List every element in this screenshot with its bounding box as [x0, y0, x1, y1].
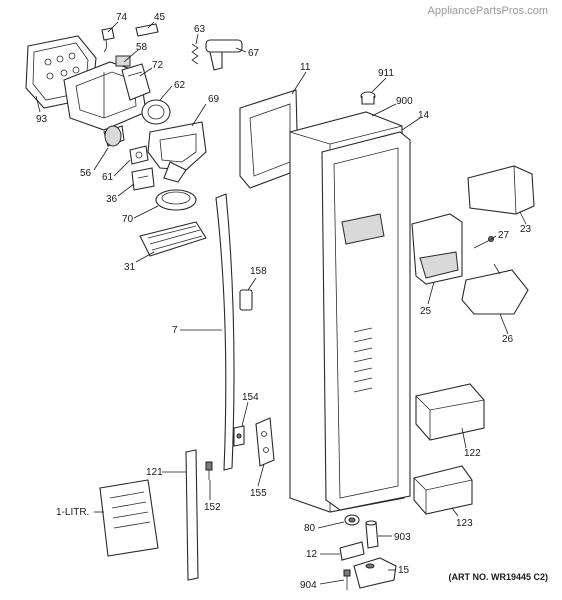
label-11: 11 [300, 62, 311, 73]
solenoid-67 [205, 39, 243, 71]
trim-strip-7 [215, 193, 235, 471]
label-70: 70 [122, 214, 134, 225]
label-158: 158 [250, 266, 267, 277]
label-72: 72 [152, 60, 164, 71]
label-15: 15 [398, 565, 410, 576]
grille-31 [139, 221, 207, 257]
label-26: 26 [502, 334, 514, 345]
label-74: 74 [116, 12, 128, 23]
screw-27 [473, 236, 494, 249]
bracket-26 [461, 263, 529, 315]
label-14: 14 [418, 110, 430, 121]
hinge-15 [353, 557, 397, 589]
clip-158 [239, 289, 253, 311]
label-58: 58 [136, 42, 148, 53]
hinge-154 [233, 425, 245, 447]
label-900: 900 [396, 96, 413, 107]
liner-ribs [353, 327, 373, 393]
label-62: 62 [174, 80, 186, 91]
door-bin-122 [415, 383, 485, 441]
label-93: 93 [36, 114, 48, 125]
watermark: AppliancePartsPros.com [428, 5, 548, 17]
door-bin-123 [413, 465, 473, 515]
label-152: 152 [204, 502, 221, 513]
pin-903 [365, 520, 379, 549]
label-155: 155 [250, 488, 267, 499]
label-80: 80 [304, 523, 316, 534]
label-61: 61 [102, 172, 114, 183]
label-7: 7 [172, 325, 178, 336]
label-911: 911 [378, 68, 394, 79]
wire-74 [101, 27, 115, 53]
dispenser-chute-25 [411, 213, 463, 285]
hinge-bracket-155 [255, 417, 275, 467]
label-36: 36 [106, 194, 118, 205]
label-154: 154 [242, 392, 259, 403]
label-12: 12 [306, 549, 318, 560]
leader-lines [35, 21, 527, 585]
label-31: 31 [124, 262, 136, 273]
label-122: 122 [464, 448, 481, 459]
screw-904 [343, 569, 351, 590]
label-903: 903 [394, 532, 411, 543]
label-25: 25 [420, 306, 432, 317]
door-liner-14 [321, 131, 411, 511]
label-121: 121 [146, 467, 163, 478]
bin-cover-23 [467, 165, 535, 215]
label-69: 69 [208, 94, 220, 105]
label-1-litr: 1-LITR. [56, 507, 89, 518]
label-27: 27 [498, 230, 510, 241]
spring-63 [191, 43, 199, 65]
part-labels: 74 45 63 67 58 72 62 93 69 56 61 36 70 3… [36, 12, 532, 591]
bracket-72 [121, 63, 151, 101]
label-67: 67 [248, 48, 260, 59]
label-56: 56 [80, 168, 92, 179]
ring-70 [155, 189, 197, 211]
literature-1-litr [99, 479, 159, 557]
switch-61 [129, 145, 149, 165]
light-socket-56 [103, 125, 125, 147]
plate-12 [339, 541, 365, 561]
trim-strip-121 [185, 449, 199, 581]
screw-152 [205, 461, 213, 480]
label-45: 45 [154, 12, 166, 23]
label-123: 123 [456, 518, 473, 529]
dispenser-frame-11 [239, 89, 299, 189]
bushing-80 [344, 514, 360, 526]
actuator-62 [141, 99, 171, 125]
label-23: 23 [520, 224, 532, 235]
label-904: 904 [300, 580, 317, 591]
label-63: 63 [194, 24, 206, 35]
clip-45 [135, 23, 159, 37]
cap-911 [360, 91, 376, 105]
switch-36 [131, 167, 155, 191]
art-number: (ART NO. WR19445 C2) [448, 572, 548, 582]
funnel-69 [147, 121, 207, 183]
